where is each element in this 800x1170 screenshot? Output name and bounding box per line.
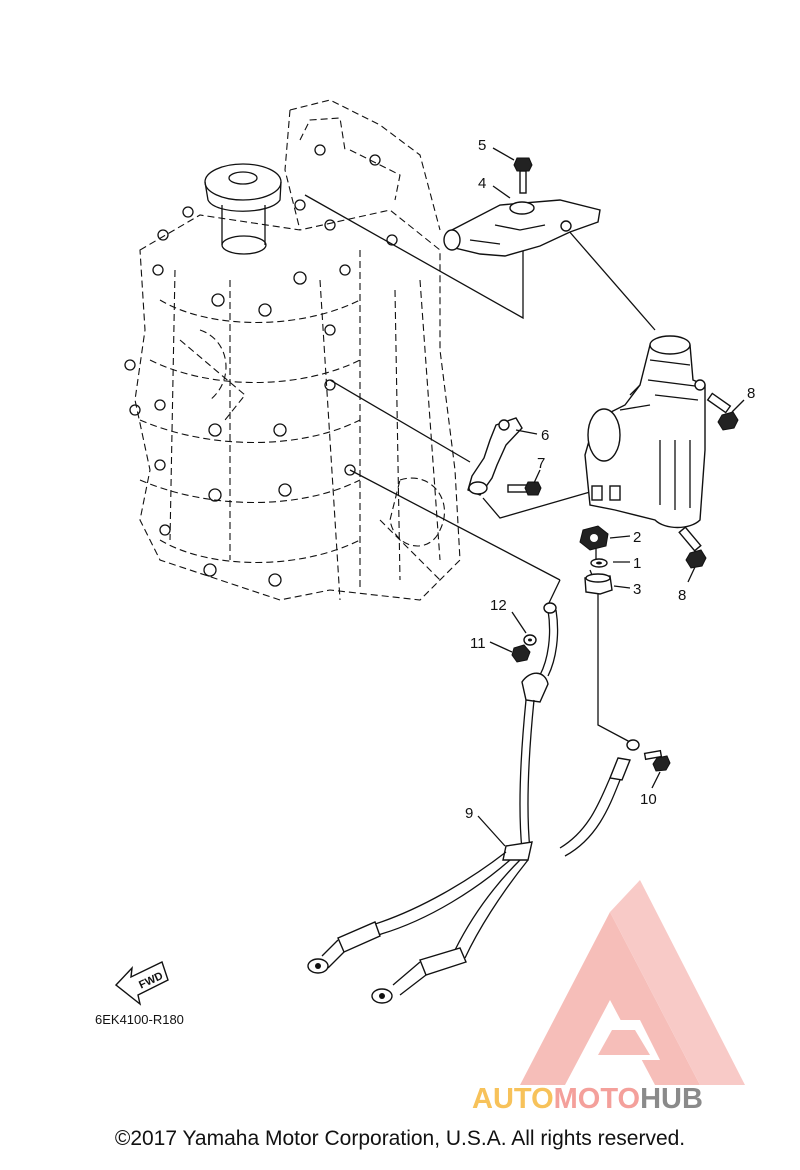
callout-9: 9 <box>465 805 473 822</box>
bolt-part-8-lower <box>678 526 707 569</box>
callout-2: 2 <box>633 529 641 546</box>
nut-part-11 <box>511 644 531 663</box>
washer-part-1 <box>590 558 608 568</box>
watermark-part-3: HUB <box>640 1083 703 1115</box>
fwd-arrow-icon: FWD <box>114 961 169 1006</box>
callout-12: 12 <box>490 597 507 614</box>
callout-1: 1 <box>633 555 641 572</box>
callout-4: 4 <box>478 175 486 192</box>
leader-lines <box>304 194 656 743</box>
copyright-text: ©2017 Yamaha Motor Corporation, U.S.A. A… <box>114 1127 686 1150</box>
watermark-text: AUTOMOTOHUB <box>472 1083 703 1116</box>
callout-labels: 1 2 3 4 5 6 7 8 8 9 10 11 12 <box>465 137 755 847</box>
diagram-code: 6EK4100-R180 <box>95 1012 184 1027</box>
callout-10: 10 <box>640 791 657 808</box>
cable-part-9 <box>307 602 640 1004</box>
callout-8-lower: 8 <box>678 587 686 604</box>
callout-3: 3 <box>633 581 641 598</box>
washer-part-12 <box>523 634 537 646</box>
bolt-part-7 <box>507 481 542 496</box>
watermark-logo <box>520 880 745 1085</box>
callout-6: 6 <box>541 427 549 444</box>
callout-11: 11 <box>470 635 486 652</box>
callout-5: 5 <box>478 137 486 154</box>
starter-motor <box>584 335 706 529</box>
engine-block <box>124 99 461 601</box>
cap-part-3 <box>584 573 613 595</box>
bolt-part-10 <box>643 749 671 772</box>
nut-part-2 <box>579 525 609 551</box>
watermark-part-2: MOTO <box>553 1083 641 1115</box>
callout-8-upper: 8 <box>747 385 755 402</box>
bolt-part-5 <box>513 157 533 194</box>
watermark-part-1: AUTO <box>472 1083 554 1115</box>
bolt-part-8-upper <box>706 392 739 431</box>
callout-7: 7 <box>537 455 545 472</box>
bracket-part-6 <box>467 417 523 496</box>
bracket-part-4 <box>443 199 601 257</box>
